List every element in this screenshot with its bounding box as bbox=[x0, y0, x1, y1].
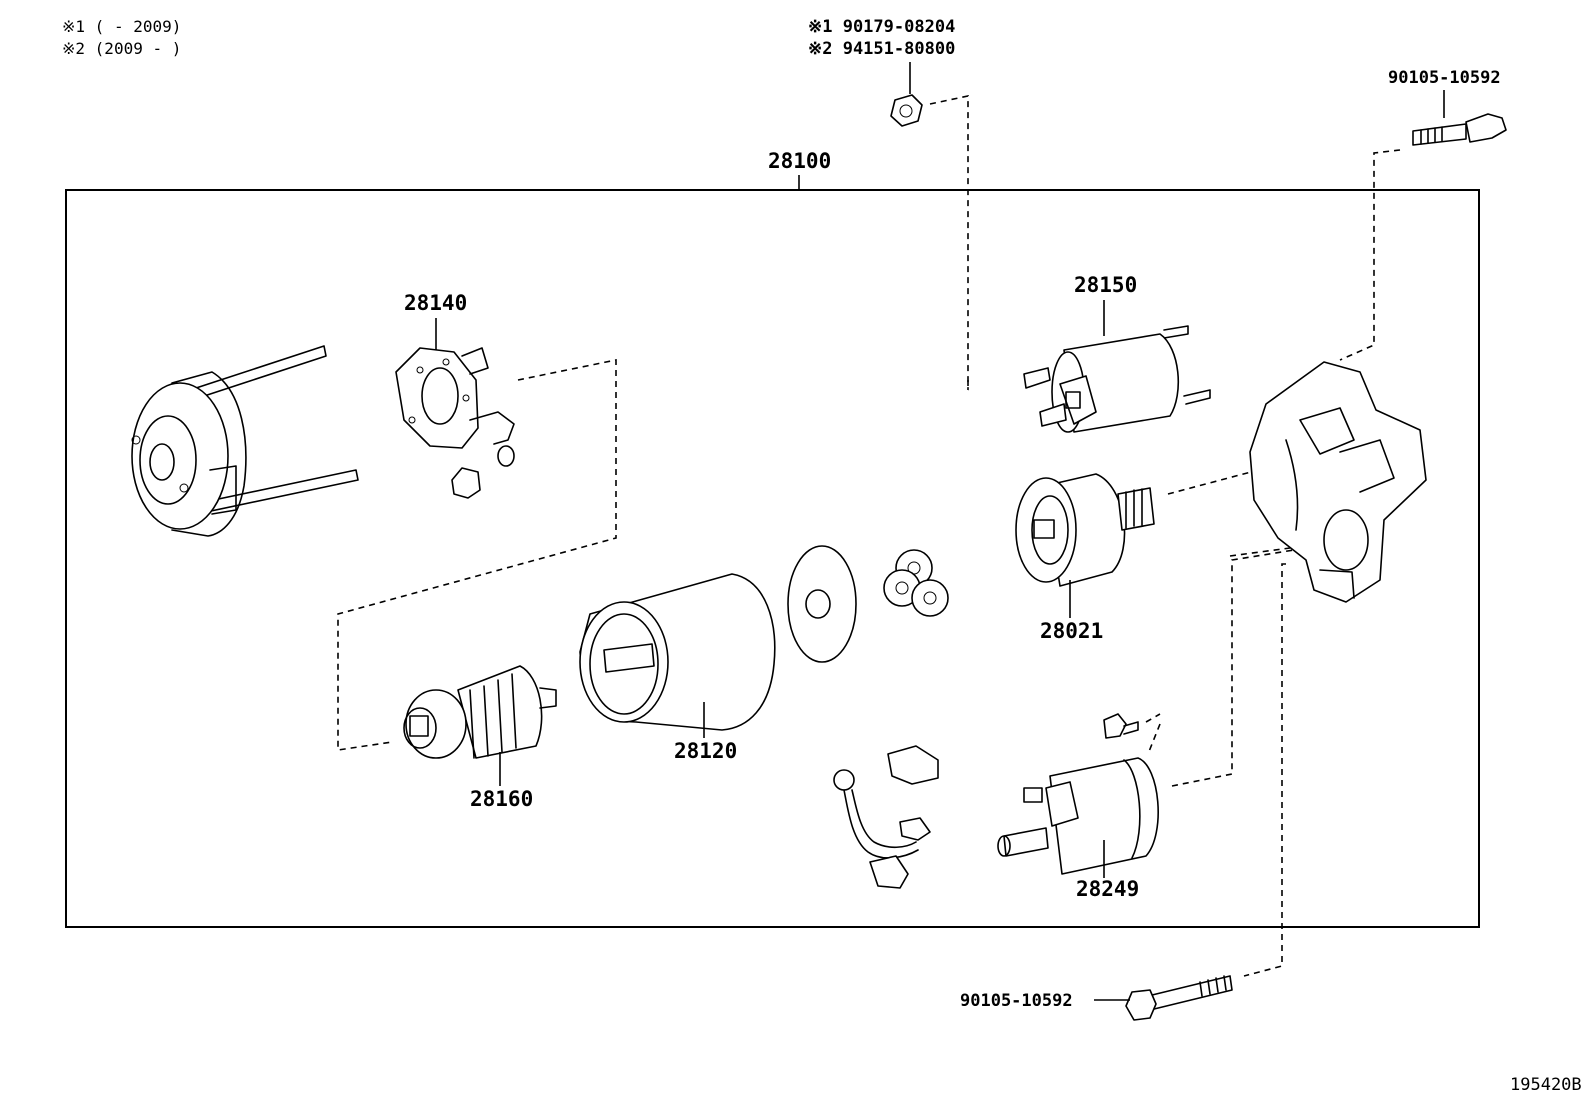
nut-top[interactable] bbox=[890, 94, 923, 127]
end-frame[interactable] bbox=[131, 345, 359, 537]
switch-label: 28150 bbox=[1074, 273, 1137, 297]
assembly-label: 28100 bbox=[768, 149, 831, 173]
lead-switch-label: 28249 bbox=[1076, 877, 1139, 901]
brush-holder[interactable] bbox=[395, 347, 515, 499]
planetary-gears[interactable] bbox=[883, 549, 949, 617]
lead-wire[interactable] bbox=[833, 745, 939, 889]
drive-housing[interactable] bbox=[1249, 361, 1427, 603]
note-2: ※2 (2009 - ) bbox=[62, 39, 181, 58]
clutch[interactable] bbox=[1015, 473, 1155, 587]
yoke-label: 28120 bbox=[674, 739, 737, 763]
screw[interactable] bbox=[1103, 713, 1139, 739]
note-1: ※1 ( - 2009) bbox=[62, 17, 181, 36]
bolt-top[interactable] bbox=[1412, 113, 1507, 146]
nut-ref-2: ※2 94151-80800 bbox=[808, 39, 955, 59]
yoke[interactable] bbox=[579, 573, 776, 731]
figure-id: 195420B bbox=[1510, 1075, 1582, 1095]
bolt-bottom[interactable] bbox=[1125, 975, 1233, 1021]
bolt-bottom-label: 90105-10592 bbox=[960, 991, 1073, 1011]
disc-plate[interactable] bbox=[787, 545, 857, 663]
clutch-label: 28021 bbox=[1040, 619, 1103, 643]
bolt-top-label: 90105-10592 bbox=[1388, 68, 1501, 88]
assembly-frame bbox=[65, 189, 1480, 928]
armature[interactable] bbox=[403, 665, 557, 759]
brush-holder-label: 28140 bbox=[404, 291, 467, 315]
magnetic-switch[interactable] bbox=[1023, 325, 1211, 433]
armature-label: 28160 bbox=[470, 787, 533, 811]
nut-ref-1: ※1 90179-08204 bbox=[808, 17, 955, 37]
lead-switch[interactable] bbox=[997, 757, 1159, 875]
